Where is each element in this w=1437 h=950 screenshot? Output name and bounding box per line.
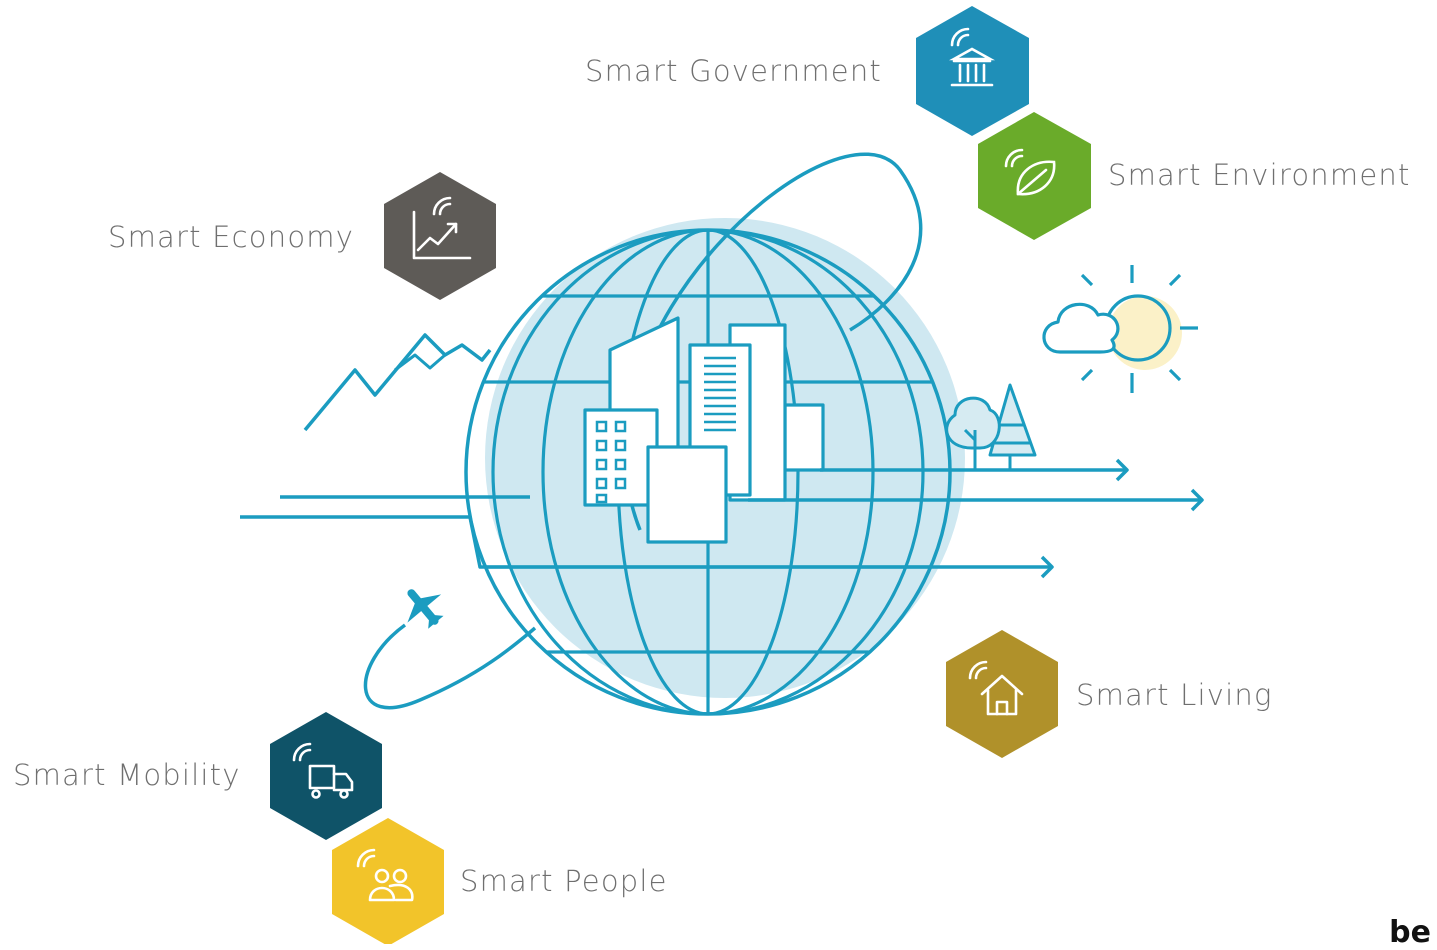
label-smart-environment: Smart Environment bbox=[1108, 158, 1411, 192]
globe-outline bbox=[464, 228, 952, 716]
hex-living-shape bbox=[946, 630, 1058, 758]
hex-environment[interactable] bbox=[978, 112, 1091, 240]
building-front bbox=[646, 445, 728, 544]
city-buildings bbox=[583, 316, 825, 544]
hex-environment-shape bbox=[978, 112, 1091, 240]
hex-economy-shape bbox=[384, 172, 496, 300]
building-far bbox=[783, 403, 825, 472]
sun-icon bbox=[1080, 265, 1198, 393]
mountains-ridge bbox=[394, 353, 446, 372]
hex-people-shape bbox=[332, 818, 444, 944]
house-icon bbox=[968, 660, 1024, 716]
building-stripes bbox=[704, 356, 736, 432]
mountains bbox=[303, 333, 492, 432]
hex-government-shape bbox=[916, 6, 1029, 136]
label-smart-mobility: Smart Mobility bbox=[13, 758, 241, 792]
label-smart-people: Smart People bbox=[460, 864, 668, 898]
building-window-grid bbox=[595, 420, 627, 504]
bank-icon bbox=[948, 27, 996, 87]
people-icon bbox=[356, 848, 414, 902]
road-lines bbox=[240, 468, 1200, 569]
trees bbox=[945, 383, 1037, 470]
cloud-icon bbox=[1042, 302, 1120, 354]
orbit-ring-lower bbox=[363, 623, 537, 710]
hex-mobility[interactable] bbox=[270, 712, 382, 840]
round-tree bbox=[945, 396, 1001, 450]
hex-people[interactable] bbox=[332, 818, 444, 944]
label-smart-living: Smart Living bbox=[1076, 678, 1273, 712]
label-smart-government: Smart Government bbox=[585, 54, 882, 88]
leaf-icon bbox=[1004, 148, 1056, 196]
label-smart-economy: Smart Economy bbox=[108, 220, 355, 254]
hex-government[interactable] bbox=[916, 6, 1029, 136]
hex-mobility-shape bbox=[270, 712, 382, 840]
hex-economy[interactable] bbox=[384, 172, 496, 300]
growth-chart-icon bbox=[412, 196, 472, 260]
arrowheads bbox=[1040, 458, 1204, 579]
corner-logo-text: be bbox=[1389, 915, 1431, 950]
truck-icon bbox=[292, 742, 354, 799]
hex-living[interactable] bbox=[946, 630, 1058, 758]
